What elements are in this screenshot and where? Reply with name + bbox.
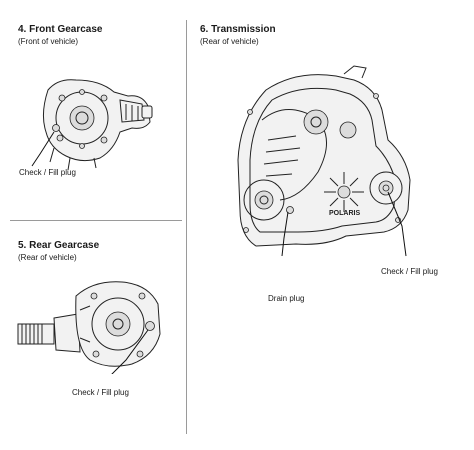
section-divider [10,220,182,221]
front-check-fill-plug [52,124,60,132]
drain-plug-callout: Drain plug [268,294,305,303]
transmission-check-fill-callout: Check / Fill plug [381,267,438,276]
transmission-logo: POLARIS [329,210,360,217]
transmission-subtitle: (Rear of vehicle) [200,37,259,46]
transmission-drain-plug [286,206,294,214]
transmission-case [237,65,411,247]
front-gearcase-title: 4. Front Gearcase [18,24,103,35]
transmission-check-fill-plug [382,184,390,192]
front-callout-leader [31,131,55,167]
rear-check-fill-plug [145,321,155,331]
rear-gearcase-title: 5. Rear Gearcase [18,240,100,251]
rear-check-fill-callout: Check / Fill plug [72,388,129,397]
transmission-title: 6. Transmission [200,24,276,35]
transmission-illustration: POLARIS [237,65,411,257]
rear-input-shaft [17,323,55,345]
rear-gearcase-housing [17,281,161,367]
front-gearcase-illustration [31,79,153,171]
front-gearcase-subtitle: (Front of vehicle) [18,37,79,46]
transmission-sprocket [324,172,364,212]
front-gearcase-housing [42,79,153,171]
drain-callout-leader [281,211,289,257]
front-check-fill-callout: Check / Fill plug [19,168,76,177]
rear-gearcase-subtitle: (Rear of vehicle) [18,253,77,262]
rear-callout-leader [111,329,149,374]
transmission-check-fill-leader [387,191,407,257]
column-divider [186,20,187,434]
rear-gearcase-illustration [17,281,161,374]
